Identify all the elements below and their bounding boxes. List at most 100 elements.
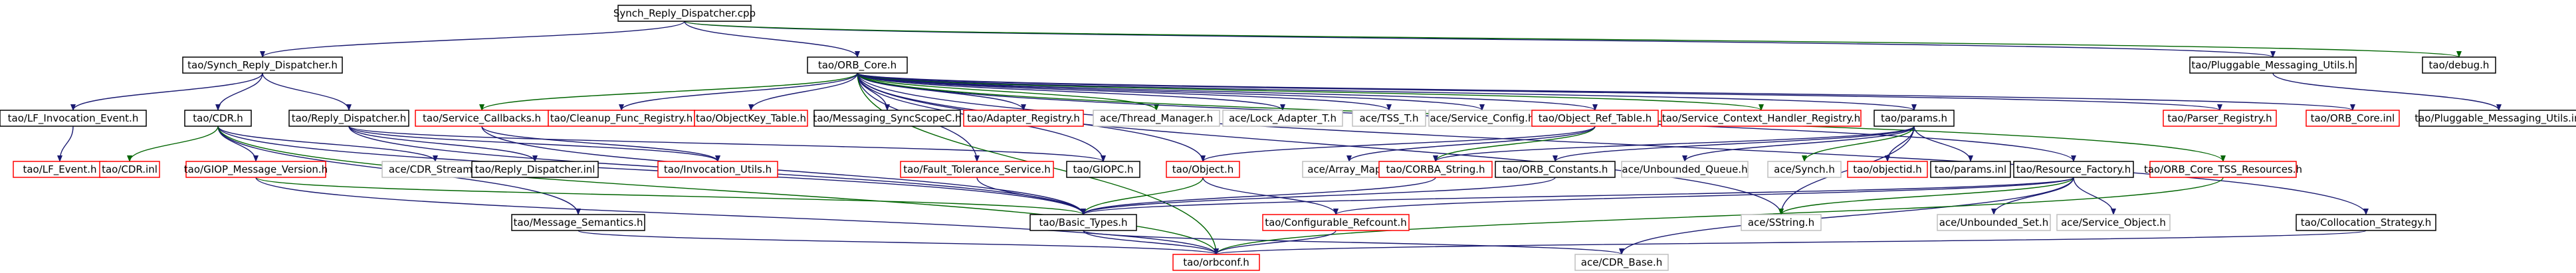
node-ace-cdr-base[interactable]: ace/CDR_Base.h [1574,254,1669,271]
node-label: tao/Pluggable_Messaging_Utils.inl [2415,112,2576,125]
node-giopc-h[interactable]: tao/GIOPC.h [1066,161,1140,178]
node-adapter-h[interactable]: tao/Adapter_Registry.h [963,110,1084,127]
node-box [2422,56,2496,74]
node-parser-h[interactable]: tao/Parser_Registry.h [2163,110,2277,127]
edge-orb_core_h-to-lock_adp_h [857,72,1285,111]
node-objkey-h[interactable]: tao/ObjectKey_Table.h [694,110,808,127]
node-label: tao/Parser_Registry.h [2167,112,2272,125]
node-box [511,214,645,231]
node-lock-adp-h[interactable]: ace/Lock_Adapter_T.h [1222,110,1343,127]
node-label: tao/GIOP_Message_Version.h [184,163,328,176]
node-orb-core-inl[interactable]: tao/ORB_Core.inl [2306,110,2400,127]
node-label: tao/Fault_Tolerance_Service.h [903,163,1051,176]
node-box [1930,161,2011,178]
node-box [617,5,752,22]
node-label: tao/orbconf.h [1183,256,1249,268]
node-label: ace/Lock_Adapter_T.h [1229,112,1337,125]
node-thr-mgr-h[interactable]: ace/Thread_Manager.h [1093,110,1220,127]
node-msg-sem-h[interactable]: tao/Message_Semantics.h [511,214,645,231]
node-msg-sync-h[interactable]: tao/Messaging_SyncScopeC.h [813,110,962,127]
edge-orb_core_h-to-objref_h [857,72,1598,111]
node-srd-h[interactable]: tao/Synch_Reply_Dispatcher.h [182,56,343,74]
node-box [1066,161,1140,178]
node-box [1574,254,1669,271]
node-sstring-h[interactable]: ace/SString.h [1741,214,1822,231]
node-object-h[interactable]: tao/Object.h [1166,161,1240,178]
edge-lf_ie_h-to-lf_event_h [57,126,74,162]
node-label: tao/Resource_Factory.h [2016,163,2131,176]
node-inv-utils-h[interactable]: tao/Invocation_Utils.h [657,161,778,178]
node-box [807,56,908,74]
edge-tss_res_h-to-orbconf_h [1214,177,2224,255]
node-box [1661,110,1862,127]
node-pmu-inl[interactable]: tao/Pluggable_Messaging_Utils.inl [2415,110,2576,127]
node-synch-h[interactable]: ace/Synch.h [1767,161,1842,178]
node-label: ace/Unbounded_Queue.h [1622,163,1747,176]
edge-res_fact_h-to-basic_types_h [1081,177,2074,215]
node-root[interactable]: Synch_Reply_Dispatcher.cpp [613,5,756,22]
edge-orb_core_h-to-cleanup_h [619,72,858,111]
node-label: tao/ObjectKey_Table.h [696,112,806,125]
node-pmu-h[interactable]: tao/Pluggable_Messaging_Utils.h [2189,56,2357,74]
edge-cdr_h-to-orbconf_h [217,126,1219,255]
node-lf-event-h[interactable]: tao/LF_Event.h [13,161,107,178]
node-fault-tol-h[interactable]: tao/Fault_Tolerance_Service.h [900,161,1054,178]
node-corba-str-h[interactable]: tao/CORBA_String.h [1378,161,1493,178]
edge-rd_h-to-rd_inl [348,126,538,162]
node-cdr-h[interactable]: tao/CDR.h [184,110,252,127]
node-conf-ref-h[interactable]: tao/Configurable_Refcount.h [1262,214,1410,231]
node-orb-core-h[interactable]: tao/ORB_Core.h [807,56,908,74]
node-rd-inl[interactable]: tao/Reply_Dispatcher.inl [471,161,599,178]
node-params-inl[interactable]: tao/params.inl [1930,161,2011,178]
node-box [2149,161,2297,178]
node-tss-h[interactable]: ace/TSS_T.h [1352,110,1426,127]
node-rd-h[interactable]: tao/Reply_Dispatcher.h [288,110,409,127]
node-params-h[interactable]: tao/params.h [1874,110,1955,127]
node-basic-types-h[interactable]: tao/Basic_Types.h [1029,214,1137,231]
node-giop-ver-h[interactable]: tao/GIOP_Message_Version.h [184,161,328,178]
node-cdr-inl[interactable]: tao/CDR.inl [99,161,160,178]
node-res-fact-h[interactable]: tao/Resource_Factory.h [2013,161,2134,178]
node-tss-res-h[interactable]: tao/ORB_Core_TSS_Resources.h [2144,161,2302,178]
node-label: tao/Service_Context_Handler_Registry.h [1662,112,1861,125]
edge-root-to-debug_h [684,21,2462,58]
file-nodes: Synch_Reply_Dispatcher.cpp tao/Synch_Repl… [0,5,2576,271]
node-unb-set-h[interactable]: ace/Unbounded_Set.h [1937,214,2051,231]
node-box [1741,214,1822,231]
node-cleanup-h[interactable]: tao/Cleanup_Func_Registry.h [548,110,695,127]
node-svc-obj-h[interactable]: ace/Service_Object.h [2056,214,2171,231]
node-lf-ie-h[interactable]: tao/LF_Invocation_Event.h [0,110,147,127]
node-box [381,161,489,178]
node-orbconf-h[interactable]: tao/orbconf.h [1172,254,1260,271]
edge-cdr_h-to-basic_types_h [217,126,1086,215]
edge-objref_h-to-object_h [1200,126,1596,162]
node-label: ace/Service_Config.h [1430,112,1534,125]
node-box [1428,110,1536,127]
node-colloc-h[interactable]: tao/Collocation_Strategy.h [2296,214,2436,231]
edge-root-to-orb_core_h [684,21,860,58]
node-orb-const-h[interactable]: tao/ORB_Constants.h [1495,161,1616,178]
node-objectid-h[interactable]: tao/objectid.h [1847,161,1928,178]
node-svc-cfg-h[interactable]: ace/Service_Config.h [1428,110,1536,127]
node-label: tao/Cleanup_Func_Registry.h [550,112,693,125]
node-label: tao/Basic_Types.h [1039,217,1127,229]
node-box [1847,161,1928,178]
edge-msg_sem_h-to-orbconf_h [578,230,1219,255]
node-objref-h[interactable]: tao/Object_Ref_Table.h [1531,110,1659,127]
node-unb-queue-h[interactable]: ace/Unbounded_Queue.h [1621,161,1749,178]
edge-conf_ref_h-to-orbconf_h [1214,230,1337,255]
node-box [2013,161,2134,178]
node-label: tao/LF_Event.h [23,163,96,176]
node-box [13,161,107,178]
node-label: tao/Reply_Dispatcher.h [292,112,407,125]
edge-root-to-srd_h [260,21,685,58]
node-sch-reg-h[interactable]: tao/Service_Context_Handler_Registry.h [1661,110,1862,127]
edge-basic_types_h-to-ace_cdr_base [1083,230,1624,255]
node-debug-h[interactable]: tao/debug.h [2422,56,2496,74]
node-box [1172,254,1260,271]
node-box [1378,161,1493,178]
node-ace-cdr-stream[interactable]: ace/CDR_Stream.h [381,161,489,178]
node-box [185,161,326,178]
node-svc-cb-h[interactable]: tao/Service_Callbacks.h [415,110,549,127]
